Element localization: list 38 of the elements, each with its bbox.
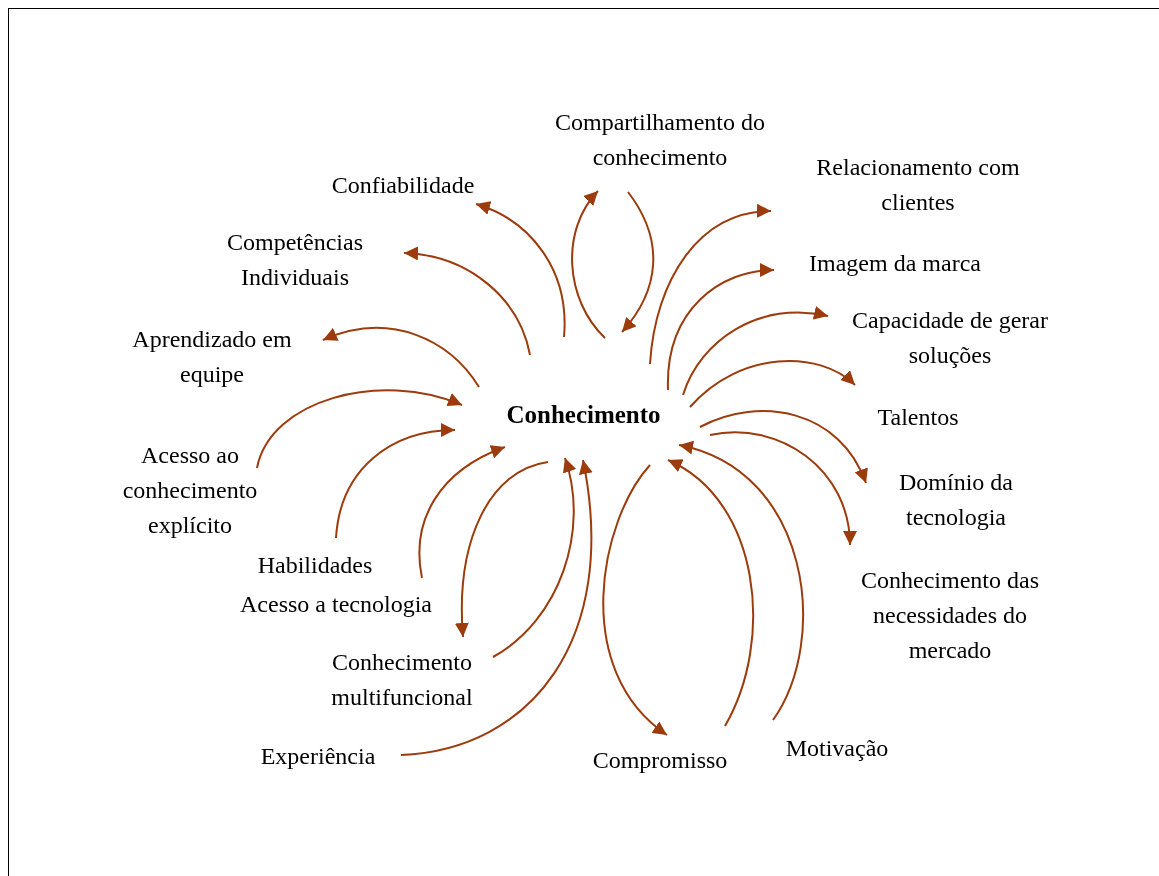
curved-arrow: [667, 459, 754, 727]
concept-label: Conhecimento das necessidades do mercado: [837, 563, 1063, 668]
curved-arrow: [400, 459, 593, 756]
curved-arrow: [403, 247, 531, 356]
concept-label: Aprendizado em equipe: [107, 322, 317, 392]
concept-label: Domínio da tecnologia: [881, 465, 1031, 535]
concept-label: Acesso a tecnologia: [211, 587, 461, 622]
concept-label: Compromisso: [565, 743, 755, 778]
curved-arrow: [256, 389, 463, 469]
curved-arrow: [418, 445, 506, 579]
concept-label: Capacidade de gerar soluções: [819, 303, 1081, 373]
concept-label: Experiência: [238, 739, 398, 774]
central-concept-label: Conhecimento: [506, 400, 661, 430]
curved-arrow: [322, 327, 480, 388]
concept-label: Competências Individuais: [205, 225, 385, 295]
concept-label: Talentos: [858, 400, 978, 435]
concept-label: Acesso ao conhecimento explícito: [110, 438, 270, 543]
curved-arrow: [699, 410, 867, 484]
curved-arrow: [335, 423, 456, 539]
curved-arrow: [602, 464, 668, 736]
concept-label: Conhecimento multifuncional: [307, 645, 497, 715]
curved-arrow: [709, 431, 856, 546]
concept-label: Habilidades: [235, 548, 395, 583]
curved-arrow: [571, 190, 606, 339]
curved-arrow: [682, 306, 829, 396]
curved-arrow: [689, 360, 856, 408]
curved-arrow: [667, 263, 775, 391]
concept-label: Confiabilidade: [303, 168, 503, 203]
concept-label: Imagem da marca: [780, 246, 1010, 281]
concept-label: Motivação: [767, 731, 907, 766]
curved-arrow: [621, 191, 655, 333]
curved-arrow: [649, 205, 772, 365]
concept-label: Relacionamento com clientes: [783, 150, 1053, 220]
curved-arrow: [678, 442, 805, 721]
curved-arrow: [455, 461, 549, 638]
concept-label: Compartilhamento do conhecimento: [544, 105, 776, 175]
curved-arrow: [492, 457, 576, 658]
curved-arrow: [475, 202, 566, 338]
